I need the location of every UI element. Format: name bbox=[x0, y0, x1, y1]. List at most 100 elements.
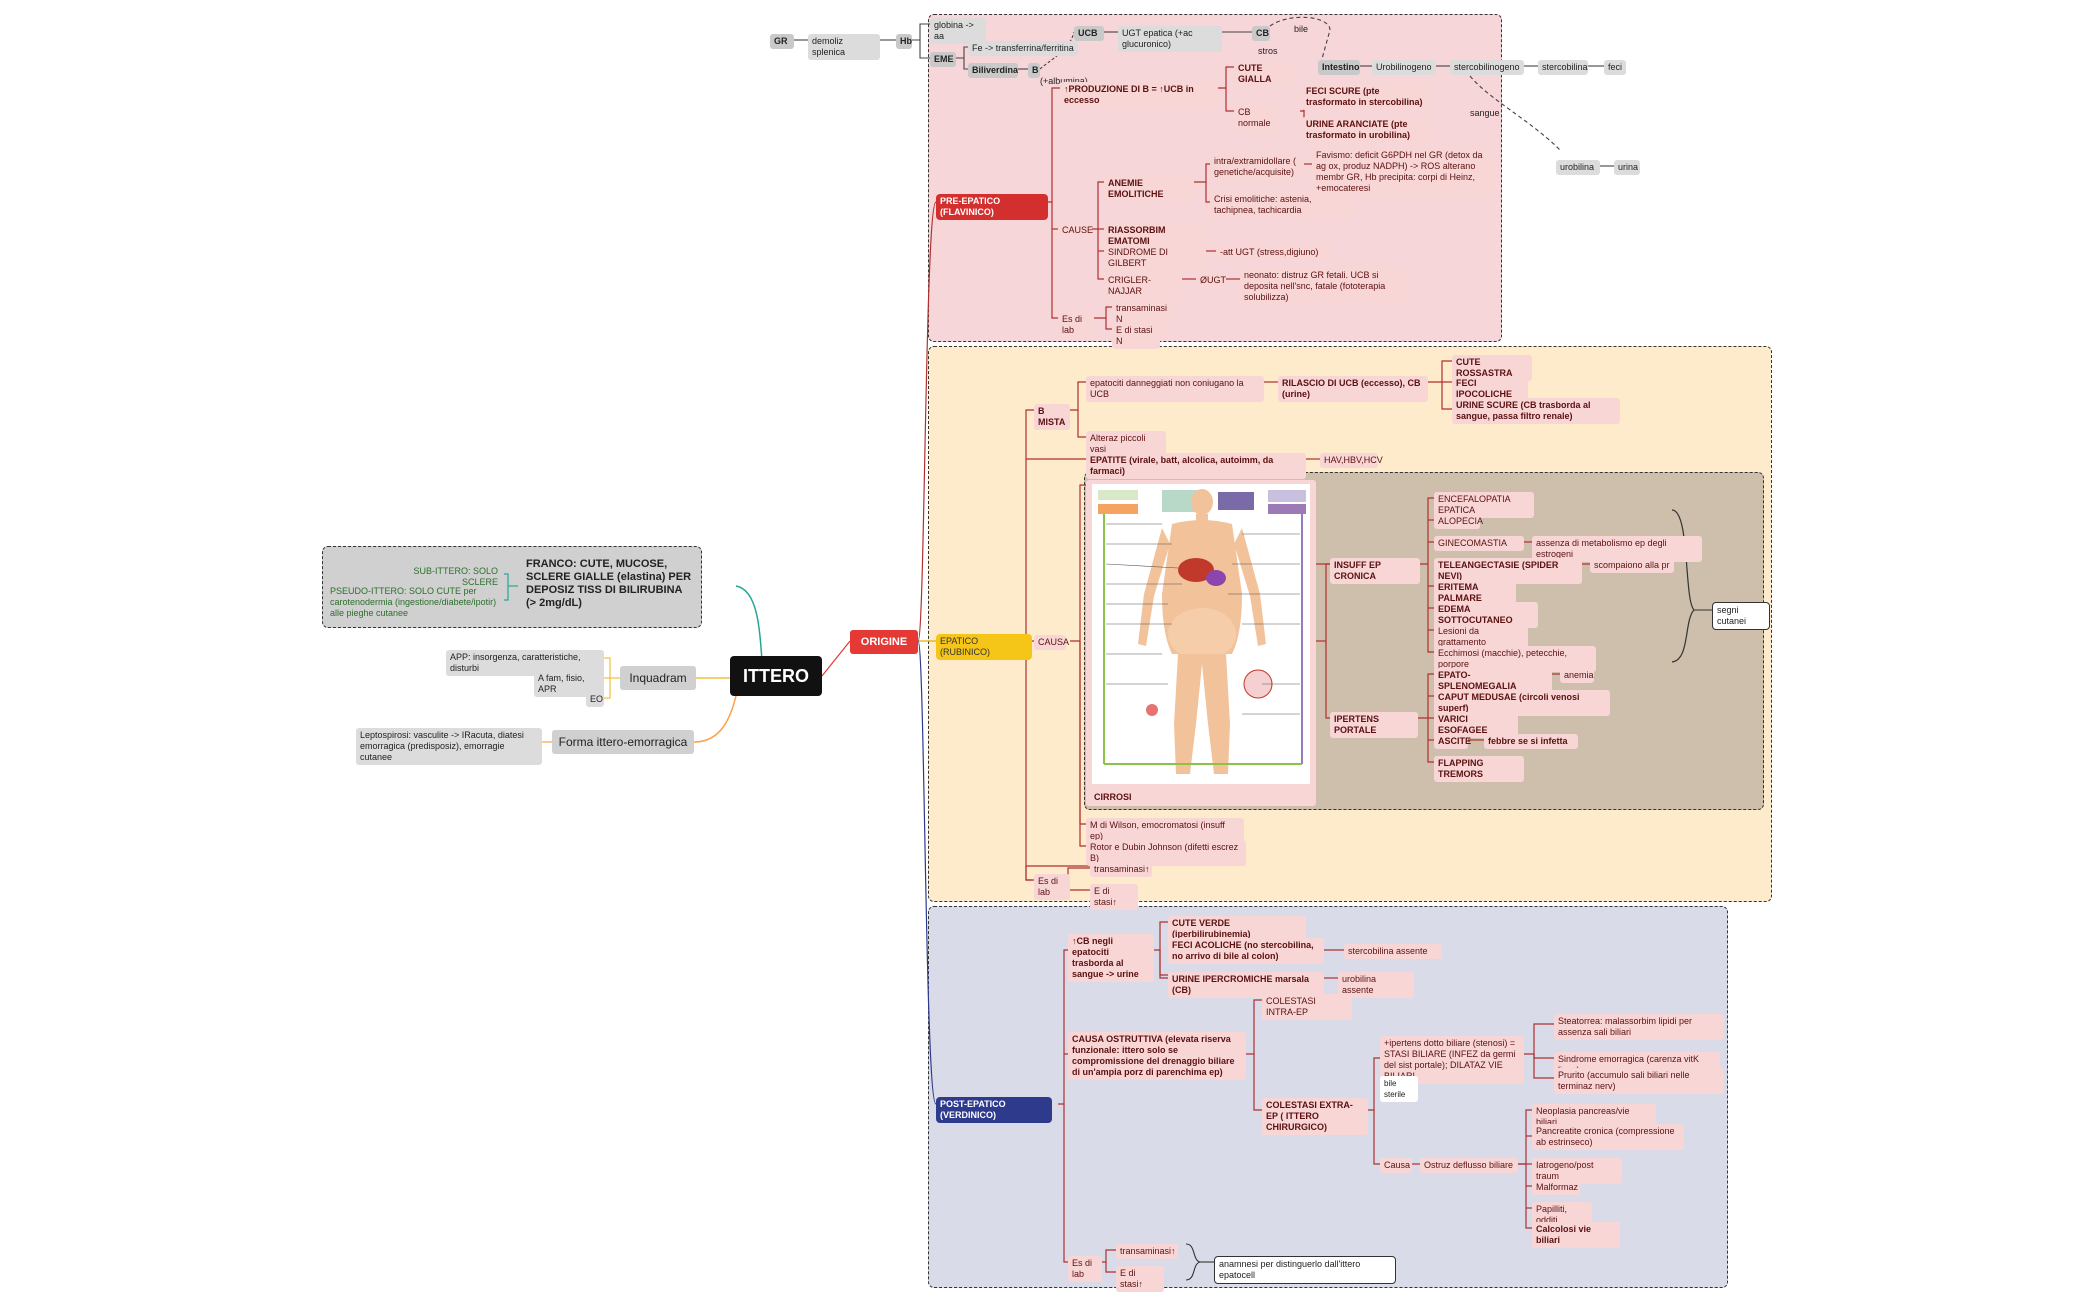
app-item: APP: insorgenza, caratteristiche, distur… bbox=[446, 650, 604, 676]
inquadram-node[interactable]: Inquadram bbox=[620, 666, 696, 690]
fe-node: Fe -> transferrina/ferritina bbox=[968, 41, 1078, 56]
intestino-node: Intestino bbox=[1318, 60, 1360, 75]
lesioni: Lesioni da grattamento bbox=[1434, 624, 1528, 650]
feci-acoliche: FECI ACOLICHE (no stercobilina, no arriv… bbox=[1168, 938, 1324, 964]
teleangectasie: TELEANGECTASIE (SPIDER NEVI) bbox=[1434, 558, 1582, 584]
crigler-node: CRIGLER-NAJJAR bbox=[1104, 273, 1182, 299]
forma-node[interactable]: Forma ittero-emorragica bbox=[552, 730, 694, 754]
steatorrea: Steatorrea: malassorbim lipidi per assen… bbox=[1554, 1014, 1724, 1040]
varici-esofagee: VARICI ESOFAGEE bbox=[1434, 712, 1518, 738]
origine-badge[interactable]: ORIGINE bbox=[850, 630, 918, 654]
demoliz-node: demoliz splenica bbox=[808, 34, 880, 60]
stercobilinogeno-node: stercobilinogeno bbox=[1450, 60, 1524, 75]
alopecia: ALOPECIA bbox=[1434, 514, 1483, 529]
segni-cutanei: segni cutanei bbox=[1712, 602, 1770, 630]
ipertens-portale: IPERTENS PORTALE bbox=[1330, 712, 1418, 738]
pseudo-ittero: PSEUDO-ITTERO: SOLO CUTE per carotenoder… bbox=[330, 586, 497, 618]
root-node[interactable]: ITTERO bbox=[730, 656, 822, 696]
febbre: febbre se si infetta bbox=[1484, 734, 1578, 749]
alteraz-node: Alteraz piccoli vasi bbox=[1086, 431, 1166, 457]
post-lab-stasi: E di stasi↑ bbox=[1116, 1266, 1164, 1292]
cirrosi-body-illustration bbox=[1092, 484, 1310, 784]
urine-aranciate: URINE ARANCIATE (pte trasformato in urob… bbox=[1302, 117, 1432, 143]
pre-epatico-badge[interactable]: PRE-EPATICO (FLAVINICO) bbox=[936, 194, 1048, 220]
epatite-node: EPATITE (virale, batt, alcolica, autoimm… bbox=[1086, 453, 1306, 479]
encefalopatia: ENCEFALOPATIA EPATICA bbox=[1434, 492, 1534, 518]
produzione-node: ↑PRODUZIONE DI B = ↑UCB in eccesso bbox=[1060, 82, 1218, 108]
epatico-causa: CAUSA bbox=[1034, 635, 1069, 650]
ecchimosi: Ecchimosi (macchie), petecchie, porpore bbox=[1434, 646, 1596, 672]
cirrosi-label: CIRROSI bbox=[1094, 792, 1132, 802]
post-lab-transaminasi: transaminasi↑ bbox=[1116, 1244, 1178, 1259]
pre-esdilab: Es di lab bbox=[1058, 312, 1094, 338]
epatico-badge[interactable]: EPATICO (RUBINICO) bbox=[936, 634, 1032, 660]
bmista-node: B MISTA bbox=[1034, 404, 1070, 430]
cb-node: CB bbox=[1252, 26, 1270, 41]
gilbert-detail: -att UGT (stress,digiuno) bbox=[1216, 245, 1334, 260]
bile-sterile: bile sterile bbox=[1380, 1076, 1418, 1102]
cause-node: CAUSE bbox=[1058, 223, 1093, 238]
pre-lab-stasi: E di stasi N bbox=[1112, 323, 1160, 349]
stercobilina-node: stercobilina bbox=[1538, 60, 1588, 75]
feci-scure: FECI SCURE (pte trasformato in stercobil… bbox=[1302, 84, 1432, 110]
post-causa: Causa bbox=[1380, 1158, 1412, 1173]
post-epatico-badge[interactable]: POST-EPATICO (VERDINICO) bbox=[936, 1097, 1052, 1123]
hb-node: Hb bbox=[896, 34, 912, 49]
ascite: ASCITE bbox=[1434, 734, 1471, 749]
rilascio-node: RILASCIO DI UCB (eccesso), CB (urine) bbox=[1278, 376, 1428, 402]
colestasi-intra: COLESTASI INTRA-EP bbox=[1262, 994, 1352, 1020]
epatociti-node: epatociti danneggiati non coniugano la U… bbox=[1086, 376, 1264, 402]
cb-negli-node: ↑CB negli epatociti trasborda al sangue … bbox=[1068, 934, 1154, 982]
colestasi-extra: COLESTASI EXTRA-EP ( ITTERO CHIRURGICO) bbox=[1262, 1098, 1368, 1135]
flapping-tremors: FLAPPING TREMORS bbox=[1434, 756, 1524, 782]
crigler-ugt: ØUGT bbox=[1196, 273, 1226, 288]
bile-note: bile bbox=[1294, 24, 1309, 34]
rotor: Rotor e Dubin Johnson (difetti escrez B) bbox=[1086, 840, 1246, 866]
urobilina-node: urobilina bbox=[1556, 160, 1600, 175]
pancreatite: Pancreatite cronica (compressione ab est… bbox=[1532, 1124, 1684, 1150]
anemia: anemia bbox=[1560, 668, 1594, 683]
insuff-node: INSUFF EP CRONICA bbox=[1330, 558, 1420, 584]
urobilina-assente: urobilina assente bbox=[1338, 972, 1414, 998]
feci-ipocoliche: FECI IPOCOLICHE bbox=[1452, 376, 1528, 402]
urina-node: urina bbox=[1614, 160, 1640, 175]
gr-node: GR bbox=[770, 34, 794, 49]
edema: EDEMA SOTTOCUTANEO bbox=[1434, 602, 1538, 628]
malformaz: Malformaz bbox=[1532, 1180, 1580, 1195]
ostruz-deflusso: Ostruz deflusso biliare bbox=[1420, 1158, 1518, 1173]
sub-ittero: SUB-ITTERO: SOLO SCLERE bbox=[413, 566, 498, 587]
stercobilina-assente: stercobilina assente bbox=[1344, 944, 1442, 959]
iatrogeno: Iatrogeno/post traum bbox=[1532, 1158, 1622, 1184]
anemie-node: ANEMIE EMOLITICHE bbox=[1104, 176, 1194, 202]
crigler-detail: neonato: distruz GR fetali. UCB si depos… bbox=[1240, 268, 1408, 305]
b-node: B bbox=[1028, 63, 1040, 78]
eme-node: EME bbox=[930, 52, 956, 67]
gilbert-node: SINDROME DI GILBERT bbox=[1104, 245, 1206, 271]
teleangectasie-detail: scompaiono alla pr bbox=[1590, 558, 1674, 573]
anamnesi-node: anamnesi per distinguerlo dall'ittero ep… bbox=[1214, 1256, 1396, 1284]
sangue-note: sangue bbox=[1470, 108, 1500, 118]
epatico-lab-transaminasi: transaminasi↑ bbox=[1090, 862, 1152, 877]
ugt-node: UGT epatica (+ac glucuronico) bbox=[1118, 26, 1222, 52]
intra-node: intra/extramidollare ( genetiche/acquisi… bbox=[1210, 154, 1304, 180]
caput-medusae: CAPUT MEDUSAE (circoli venosi superf) bbox=[1434, 690, 1610, 716]
eritema: ERITEMA PALMARE bbox=[1434, 580, 1516, 606]
epatico-lab-stasi: E di stasi↑ bbox=[1090, 884, 1138, 910]
stros-note: stros bbox=[1258, 46, 1278, 56]
albumina-note: (+albumina) bbox=[1040, 76, 1088, 86]
post-esdilab: Es di lab bbox=[1068, 1256, 1102, 1282]
urobilinogeno-node: Urobilinogeno bbox=[1372, 60, 1436, 75]
crisi-node: Crisi emolitiche: astenia, tachipnea, ta… bbox=[1210, 192, 1354, 218]
calcolosi: Calcolosi vie biliari bbox=[1532, 1222, 1620, 1248]
urine-scure: URINE SCURE (CB trasborda al sangue, pas… bbox=[1452, 398, 1620, 424]
favismo-node: Favismo: deficit G6PDH nel GR (detox da … bbox=[1312, 148, 1496, 196]
leptospirosi-item: Leptospirosi: vasculite -> IRacuta, diat… bbox=[356, 728, 542, 765]
ucb-node: UCB bbox=[1074, 26, 1104, 41]
feci-node: feci bbox=[1604, 60, 1626, 75]
riassorbim-node: RIASSORBIM EMATOMI bbox=[1104, 223, 1206, 249]
hav-node: HAV,HBV,HCV bbox=[1320, 453, 1383, 468]
cb-normale: CB normale bbox=[1234, 105, 1282, 131]
globina-node: globina -> aa bbox=[930, 18, 986, 44]
ginecomastia-detail: assenza di metabolismo ep degli estrogen… bbox=[1532, 536, 1702, 562]
